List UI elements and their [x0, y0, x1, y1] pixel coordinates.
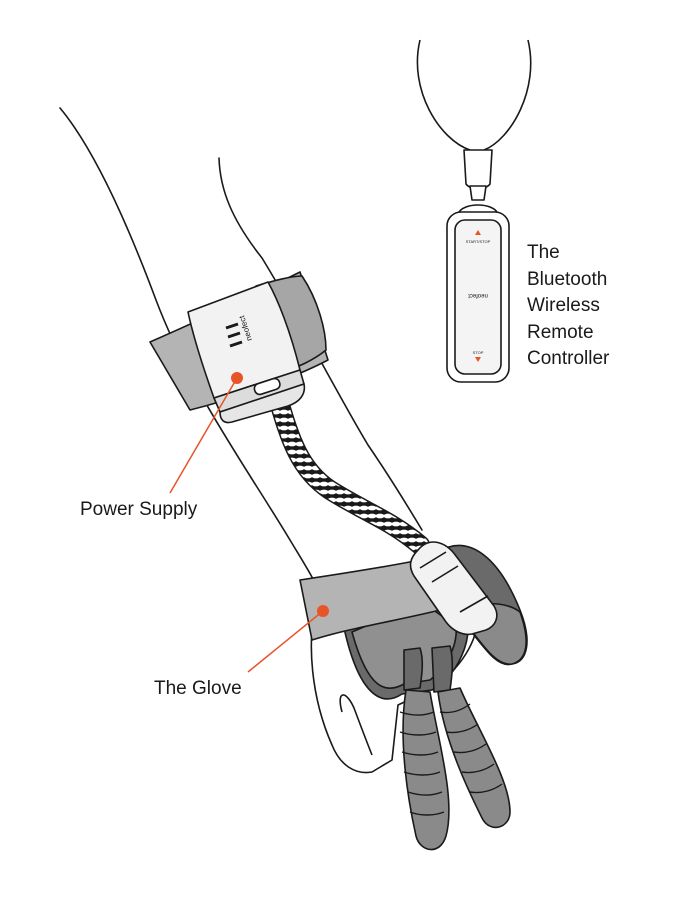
thumb	[339, 694, 373, 756]
remote-bottom-button-label: STOP	[473, 350, 484, 355]
remote-label-line-2: Bluetooth	[527, 268, 608, 290]
remote-top-button-label: START/STOP	[466, 239, 491, 244]
glove-actuator	[409, 541, 498, 636]
remote-controller-label: The Bluetooth Wireless Remote Controller	[527, 240, 609, 373]
remote-label-line-4: Remote	[527, 321, 594, 343]
glove	[299, 541, 528, 851]
power-supply-callout-line	[169, 377, 238, 494]
glove-finger-middle	[399, 647, 450, 851]
power-supply-device: neofect	[187, 281, 306, 424]
remote-bottom-button	[475, 357, 481, 362]
remote-brand: neofect	[468, 292, 488, 298]
remote-label-line-1: The	[527, 242, 560, 263]
remote-controller: START/STOP neofect STOP	[416, 39, 532, 383]
remote-lanyard-clip	[463, 149, 493, 190]
glove-label: The Glove	[154, 678, 242, 699]
remote-top-button	[475, 230, 481, 235]
glove-callout-line	[247, 610, 324, 673]
remote-label-line-3: Wireless	[527, 295, 600, 316]
remote-label-line-5: Controller	[527, 348, 610, 369]
remote-lanyard	[416, 39, 532, 151]
glove-finger-ring	[431, 645, 511, 829]
power-supply-label: Power Supply	[80, 499, 198, 520]
coiled-cable	[268, 388, 430, 555]
callouts	[169, 377, 324, 673]
